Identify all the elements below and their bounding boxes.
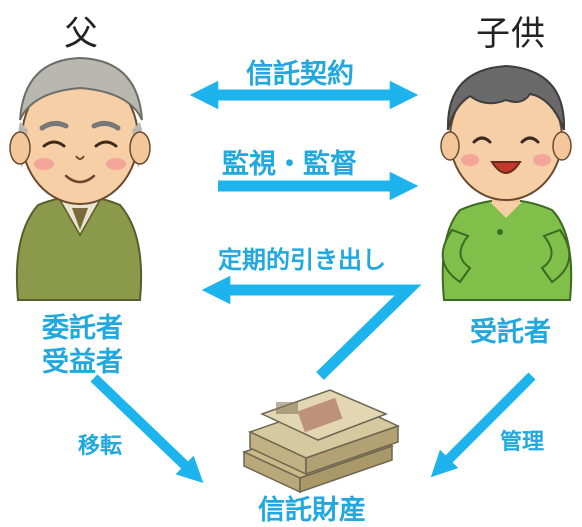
withdraw-arrow <box>201 275 422 380</box>
trust-property-label: 信託財産 <box>258 495 366 526</box>
father-role-beneficiary: 受益者 <box>42 347 123 378</box>
transfer-label: 移転 <box>78 434 123 459</box>
father-role-settlor: 委託者 <box>42 313 123 344</box>
contract-label: 信託契約 <box>246 59 354 90</box>
child-title: 子供 <box>476 14 546 54</box>
manage-arrow <box>430 372 536 478</box>
transfer-arrow <box>90 374 204 484</box>
father-illustration <box>9 56 151 301</box>
manage-label: 管理 <box>500 430 545 455</box>
father-title: 父 <box>64 14 99 54</box>
monitor-label: 監視・監督 <box>222 149 357 180</box>
money-stack-illustration <box>242 389 400 494</box>
child-role-trustee: 受託者 <box>470 317 551 348</box>
withdraw-label: 定期的引き出し <box>218 246 386 274</box>
child-illustration <box>440 64 573 301</box>
